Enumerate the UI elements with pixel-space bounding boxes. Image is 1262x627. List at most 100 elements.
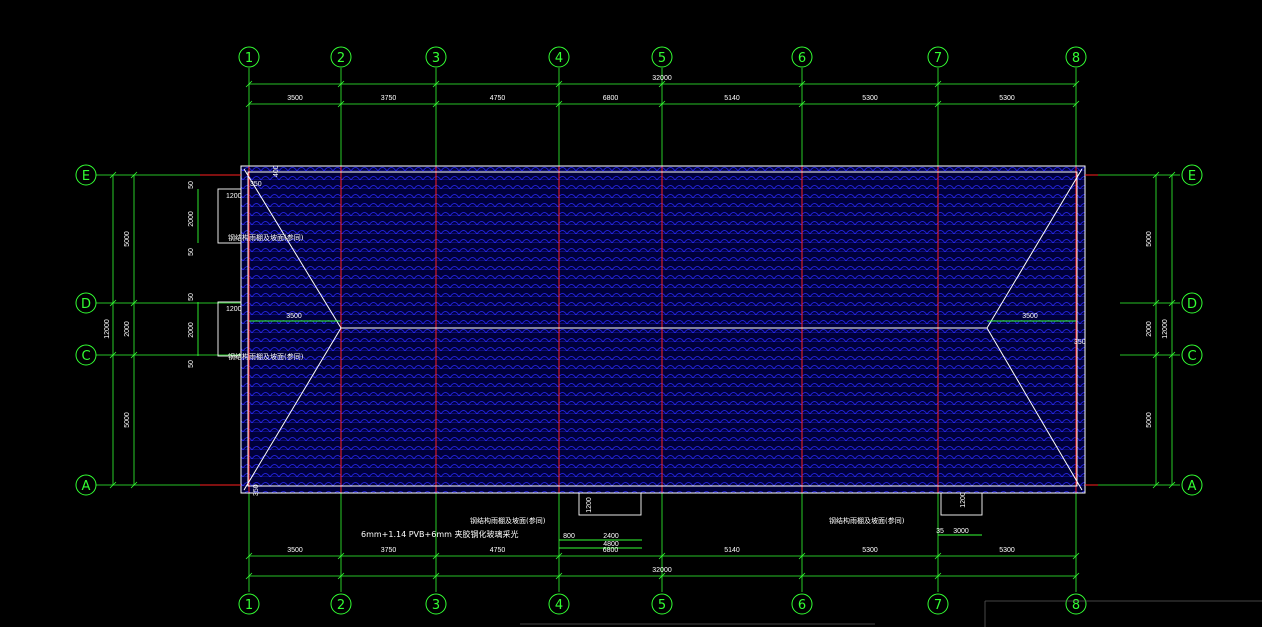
column-bubble-label: 4 (555, 51, 563, 66)
dim-tick (658, 552, 666, 560)
bottom-span-4: 6800 (603, 547, 619, 554)
note-canopy-bottom-right: 钢结构雨棚及坡面(参同) (829, 516, 905, 525)
column-bubble-4-bottom: 4 (548, 593, 570, 615)
canopies (197, 188, 1076, 549)
hip-left-top (243, 168, 342, 329)
row-bubble-D-right: D (1181, 292, 1203, 314)
column-bubble-2-top: 2 (330, 46, 352, 68)
hip-right-top (986, 168, 1083, 329)
dim-tick (934, 552, 942, 560)
side-dim-tick (1152, 299, 1160, 307)
side-dim-tick (130, 481, 138, 489)
dim-tick (1072, 552, 1080, 560)
bubble-circle (791, 593, 813, 615)
eave-overhang-right-text: 350 (1074, 339, 1086, 346)
column-bubble-label: 8 (1072, 598, 1080, 613)
column-bubble-3-bottom: 3 (425, 593, 447, 615)
canopy-bottom-4800: 4800 (603, 541, 619, 548)
dim-tick (1072, 572, 1080, 580)
row-bubble-D-left: D (75, 292, 97, 314)
column-bubble-1-top: 1 (238, 46, 260, 68)
canopy-left-upper-edge-bottom: 50 (188, 248, 195, 256)
dim-tick (245, 100, 253, 108)
row-bubble-label: D (81, 297, 91, 312)
dim-tick (798, 100, 806, 108)
left-total: 12000 (104, 319, 111, 339)
side-dim-tick (1168, 171, 1176, 179)
bubble-circle (548, 46, 570, 68)
dim-tick (337, 80, 345, 88)
dim-tick (432, 572, 440, 580)
top-total-text: 32000 (652, 75, 672, 82)
column-bubble-label: 3 (432, 598, 440, 613)
canopy-bottom-depth: 1200 (586, 497, 593, 513)
canopy-left-upper-edge-top: 50 (188, 181, 195, 189)
row-bubble-label: C (81, 349, 90, 364)
column-axes (248, 68, 1077, 592)
side-dim-tick (109, 481, 117, 489)
side-dim-tick (1168, 299, 1176, 307)
side-dim-tick (130, 299, 138, 307)
bubble-circle (75, 164, 97, 186)
bubble-circle (927, 593, 949, 615)
bubble-circle (651, 593, 673, 615)
roof-tiles (241, 166, 1085, 493)
hip-right-bottom (986, 327, 1083, 491)
column-bubble-4-top: 4 (548, 46, 570, 68)
canopy-bottom-right-35: 35 (936, 528, 944, 535)
right-span-ed: 5000 (1146, 231, 1153, 247)
bottom-span-1: 3500 (287, 547, 303, 554)
right-total: 12000 (1162, 319, 1169, 339)
canopy-left-lower-depth: 2000 (188, 322, 195, 338)
bottom-span-6: 5300 (862, 547, 878, 554)
dim-tick (658, 80, 666, 88)
row-bubble-C-right: C (1181, 344, 1203, 366)
left-span-dc: 2000 (124, 321, 131, 337)
bottom-span-3: 4750 (490, 547, 506, 554)
column-bubble-7-bottom: 7 (927, 593, 949, 615)
viewport-frame (520, 600, 1262, 627)
column-bubble-6-top: 6 (791, 46, 813, 68)
side-dim-tick (109, 171, 117, 179)
bubble-circle (1065, 593, 1087, 615)
row-axes (96, 174, 1180, 486)
column-bubble-6-bottom: 6 (791, 593, 813, 615)
canopy-left-lower (217, 301, 242, 357)
side-dim-tick (109, 299, 117, 307)
bottom-span-2: 3750 (381, 547, 397, 554)
column-bubble-label: 6 (798, 51, 806, 66)
canopy-left-lower-width: 1200 (226, 306, 242, 313)
bubble-circle (75, 344, 97, 366)
side-dim-tick (109, 351, 117, 359)
column-bubble-label: 2 (337, 598, 345, 613)
overhang-small-text: 400 (273, 165, 280, 177)
hip-left-bottom (243, 327, 342, 491)
side-dim-tick (1152, 171, 1160, 179)
canopy-bottom-right (940, 492, 983, 516)
roof-inner-edge (247, 171, 1078, 487)
row-bubble-A-right: A (1181, 474, 1203, 496)
dim-tick (934, 100, 942, 108)
dim-tick (798, 572, 806, 580)
column-bubble-label: 4 (555, 598, 563, 613)
dim-tick (934, 80, 942, 88)
right-span-dc: 2000 (1146, 321, 1153, 337)
column-bubble-label: 8 (1072, 51, 1080, 66)
canopy-bottom-800: 800 (563, 533, 575, 540)
left-span-ed: 5000 (124, 231, 131, 247)
left-span-ca: 5000 (124, 412, 131, 428)
eave-overhang-top-text: 350 (250, 181, 262, 188)
column-bubble-label: 3 (432, 51, 440, 66)
bottom-span-5: 5140 (724, 547, 740, 554)
bubble-circle (1181, 474, 1203, 496)
bubble-circle (425, 593, 447, 615)
dim-tick (555, 80, 563, 88)
dim-tick (432, 80, 440, 88)
dim-tick (1072, 100, 1080, 108)
bubble-circle (238, 46, 260, 68)
bubble-circle (238, 593, 260, 615)
row-bubble-E-right: E (1181, 164, 1203, 186)
